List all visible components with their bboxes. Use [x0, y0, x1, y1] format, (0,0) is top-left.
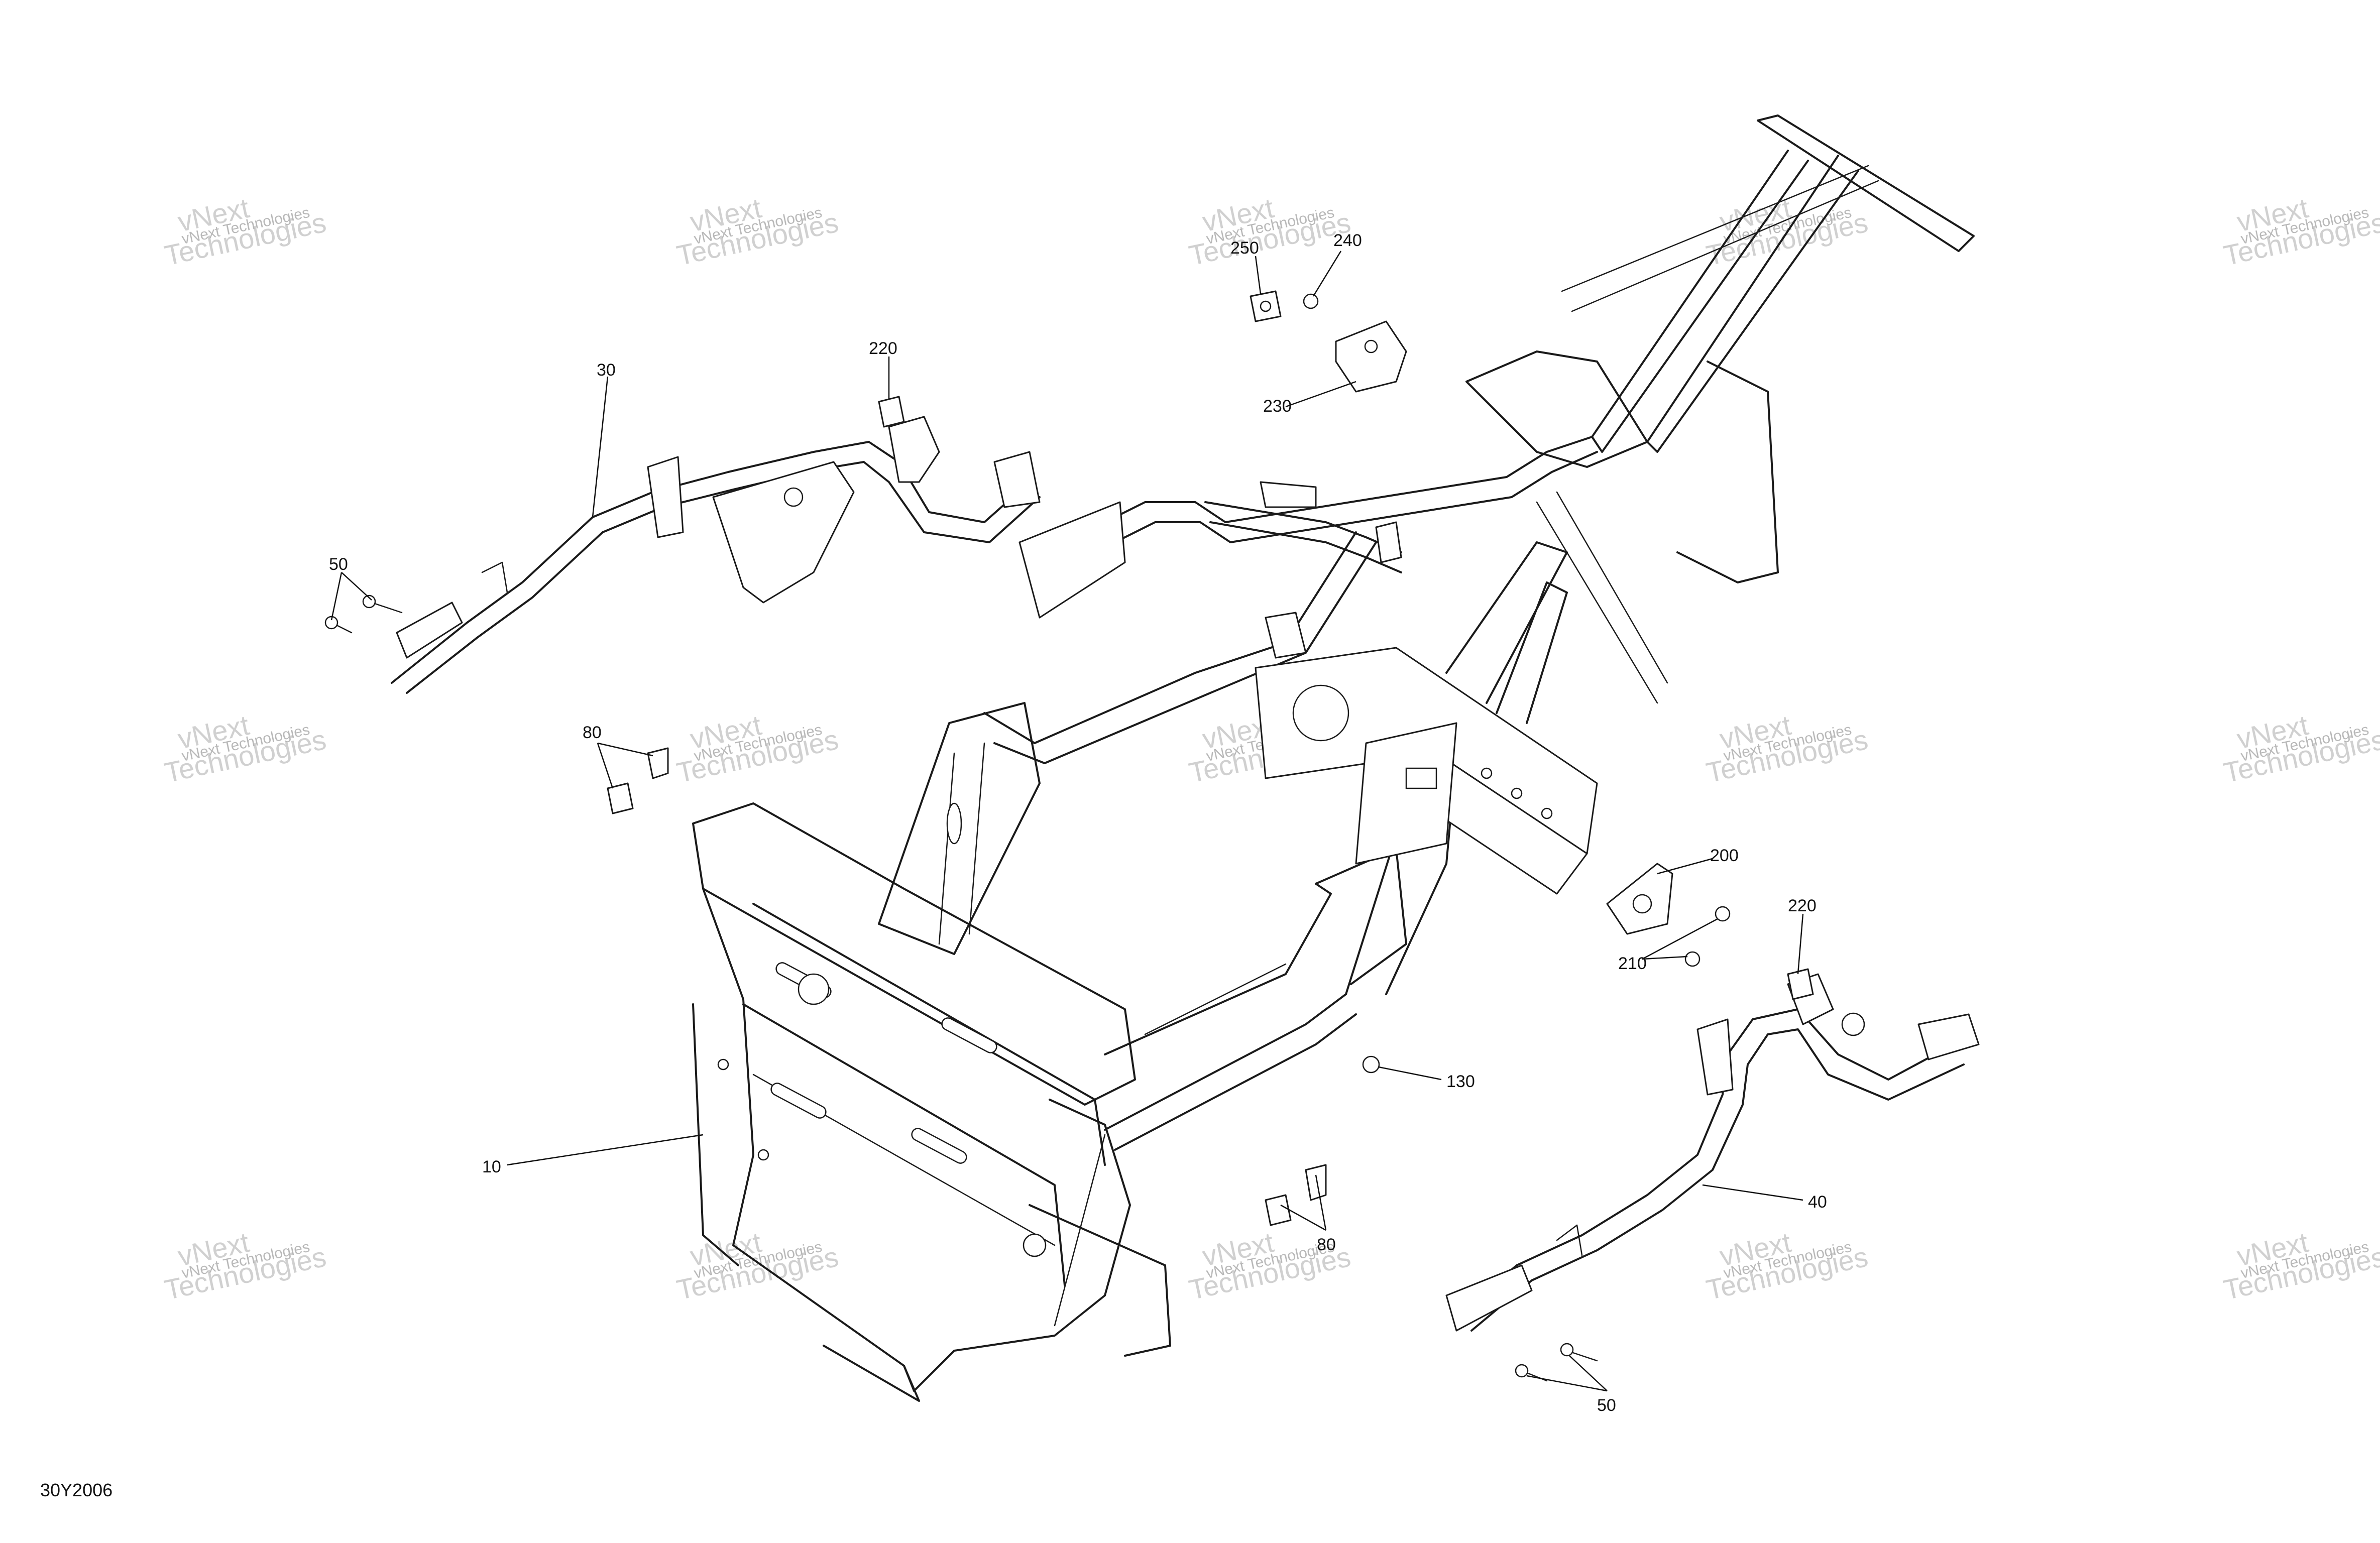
watermark: vNext Technologies vNext Technologies [162, 1226, 329, 1305]
callout-240: 240 [1333, 231, 1362, 250]
watermark: vNext Technologies vNext Technologies [162, 192, 329, 271]
callout-leaders [330, 251, 1804, 1392]
bolt-part-240 [1303, 293, 1319, 309]
clip-part-220-left [878, 396, 905, 428]
figure-id: 30Y2006 [40, 1480, 112, 1500]
callout-220-left: 220 [869, 339, 897, 358]
callout-80-right: 80 [1317, 1235, 1336, 1254]
watermark: vNext Technologies vNext Technologies [1186, 1226, 1353, 1305]
clip-part-80-left [607, 747, 669, 814]
callout-10: 10 [482, 1157, 501, 1176]
callout-230: 230 [1263, 397, 1292, 416]
callout-50-left: 50 [329, 555, 348, 574]
callout-50-right: 50 [1597, 1396, 1616, 1415]
callout-200: 200 [1710, 846, 1739, 865]
callout-130: 130 [1446, 1072, 1475, 1091]
bolt-part-50-left [324, 595, 403, 634]
watermark: vNext Technologies vNext Technologies [674, 1226, 841, 1305]
watermark: vNext Technologies vNext Technologies [2221, 709, 2380, 788]
callout-80-left: 80 [583, 723, 602, 742]
clip-part-80-right [1265, 1164, 1327, 1226]
watermark: vNext Technologies vNext Technologies [1704, 1226, 1871, 1305]
watermark: vNext Technologies vNext Technologies [2221, 1226, 2380, 1305]
plate-part-200 [1606, 863, 1673, 935]
callout-250: 250 [1230, 239, 1259, 258]
callout-40: 40 [1808, 1193, 1827, 1212]
grommet-part-130 [1362, 1055, 1380, 1074]
watermark: vNext Technologies vNext Technologies [674, 709, 841, 788]
callout-210: 210 [1618, 954, 1647, 973]
watermark: vNext Technologies vNext Technologies [1186, 192, 1353, 271]
left-side-tube-part-30 [391, 416, 1041, 694]
bolt-part-50-right [1515, 1343, 1598, 1382]
main-frame-part-10 [692, 114, 1975, 1402]
callout-labels: 10 30 40 50 50 80 80 130 200 210 220 220… [329, 231, 1827, 1415]
right-side-tube-part-40 [1445, 973, 1980, 1332]
watermark: vNext Technologies vNext Technologies [674, 192, 841, 271]
bracket-part-230 [1335, 320, 1407, 393]
clip-part-220-right [1787, 968, 1814, 1000]
watermark: vNext Technologies vNext Technologies [1704, 709, 1871, 788]
callout-220-right: 220 [1788, 896, 1817, 915]
nut-part-250 [1250, 290, 1282, 322]
watermark: vNext Technologies vNext Technologies [162, 709, 329, 788]
watermark: vNext Technologies vNext Technologies [2221, 192, 2380, 271]
nut-part-210 [1684, 906, 1731, 967]
callout-30: 30 [597, 361, 616, 380]
